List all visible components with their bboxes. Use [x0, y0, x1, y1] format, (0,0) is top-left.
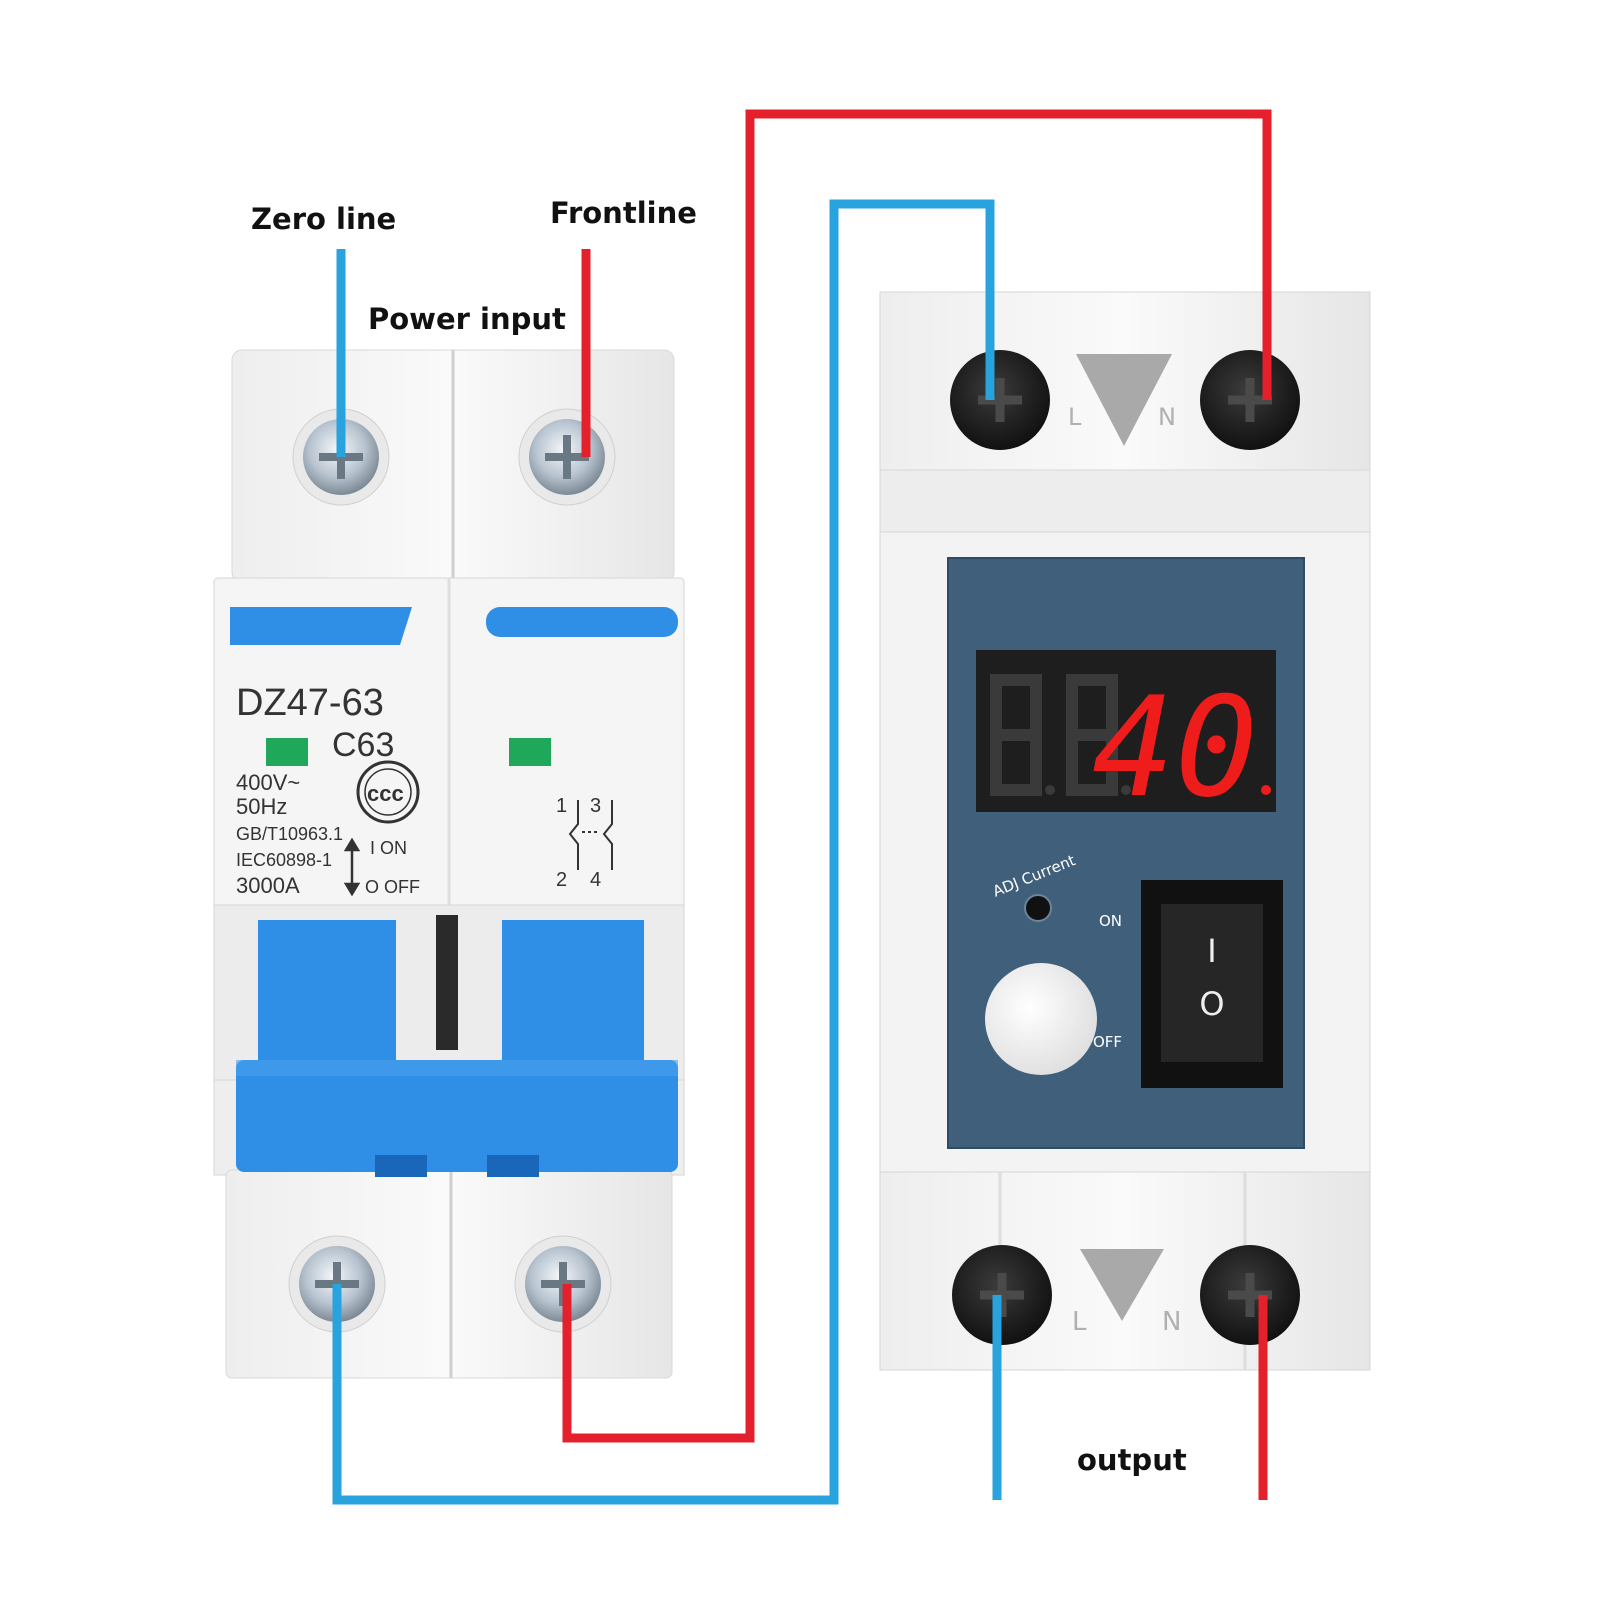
protector-screw-bottom-l-icon	[952, 1245, 1052, 1345]
protector-screw-top-n-icon	[1200, 350, 1300, 450]
svg-text:2: 2	[556, 869, 567, 891]
breaker-toggle-right[interactable]	[502, 920, 644, 1080]
svg-text:3: 3	[590, 795, 601, 817]
breaker-voltage: 400V~	[236, 770, 300, 795]
breaker-screw-top-right-icon	[518, 408, 616, 506]
switch-off-label: OFF	[1093, 1033, 1122, 1051]
breaker-standard-2: IEC60898-1	[236, 850, 332, 870]
reset-button[interactable]	[985, 963, 1097, 1075]
breaker-frequency: 50Hz	[236, 794, 287, 819]
breaker-standard-1: GB/T10963.1	[236, 824, 343, 844]
pole-schematic-icon: 1 3 2 4	[556, 795, 613, 891]
svg-text:1: 1	[556, 795, 567, 817]
breaker-on-text: I ON	[370, 838, 407, 858]
svg-text:ccc: ccc	[367, 781, 404, 806]
wiring	[332, 109, 1272, 1505]
circuit-breaker: DZ47-63 C63 400V~ 50Hz GB/T10963.1 IEC60…	[213, 349, 685, 1379]
protector-screw-top-l-icon	[950, 350, 1050, 450]
top-arrow-icon	[1076, 354, 1172, 446]
rocker-on-glyph: I	[1207, 932, 1216, 970]
protector-screw-bottom-n-icon	[1200, 1245, 1300, 1345]
bottom-terminal-n: N	[1162, 1307, 1181, 1337]
status-window-left	[266, 738, 308, 766]
power-input-label: Power input	[368, 302, 566, 336]
ccc-mark-icon: ccc	[356, 760, 420, 824]
on-off-arrow-icon	[343, 837, 361, 897]
breaker-blue-strip-left	[230, 607, 412, 645]
live-link-wire	[562, 109, 1272, 1443]
svg-text:4: 4	[590, 869, 601, 891]
voltage-protector: 40 ADJ Current I O ON OFF L N L N	[879, 291, 1371, 1371]
adj-current-trimmer[interactable]	[1024, 894, 1052, 922]
top-terminal-l: L	[1068, 403, 1082, 431]
rocker-off-glyph: O	[1199, 985, 1224, 1023]
breaker-curve: C63	[332, 726, 394, 764]
breaker-model: DZ47-63	[236, 682, 384, 724]
switch-on-label: ON	[1099, 912, 1122, 930]
frontline-label: Frontline	[550, 196, 697, 230]
output-label: output	[1077, 1443, 1187, 1477]
status-window-right	[509, 738, 551, 766]
breaker-off-text: O OFF	[365, 877, 420, 897]
led-display-value: 40	[1092, 667, 1258, 828]
breaker-blue-strip-right	[486, 607, 678, 637]
breaker-toggle-left[interactable]	[258, 920, 396, 1080]
zero-line-label: Zero line	[251, 202, 396, 236]
bottom-terminal-l: L	[1072, 1307, 1087, 1337]
neutral-link-wire	[332, 199, 995, 1505]
breaker-capacity: 3000A	[236, 873, 300, 898]
bottom-arrow-icon	[1080, 1249, 1164, 1321]
top-terminal-n: N	[1158, 403, 1176, 431]
breaker-handle-bar[interactable]	[236, 1060, 678, 1172]
